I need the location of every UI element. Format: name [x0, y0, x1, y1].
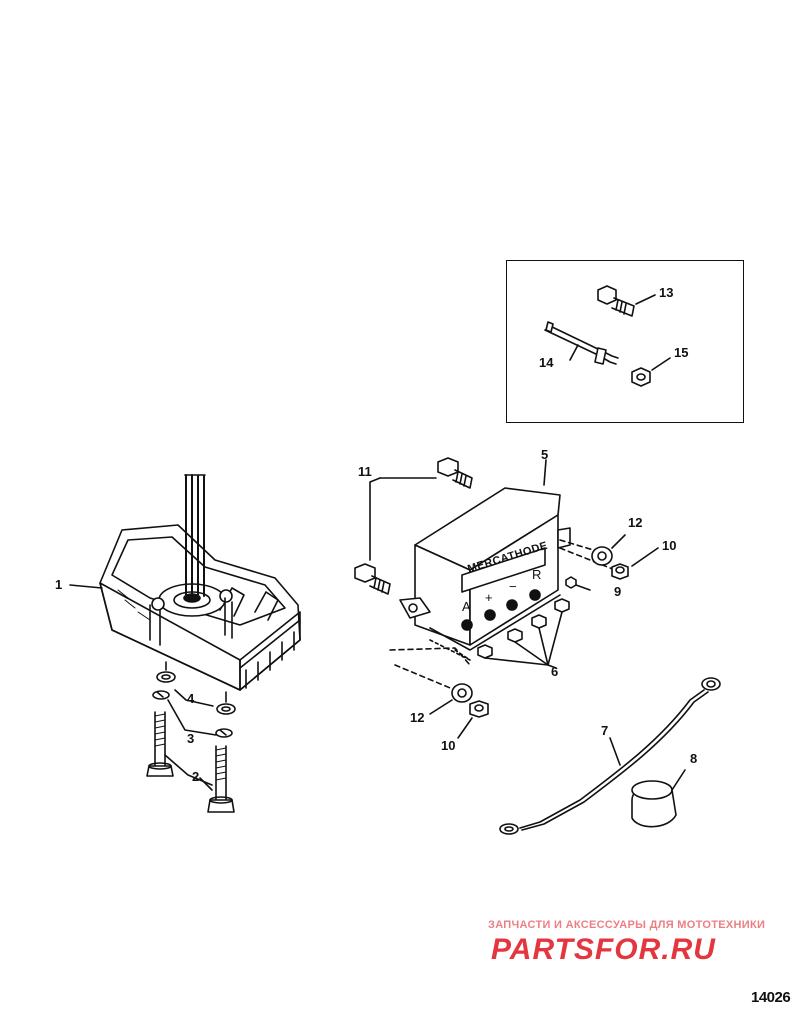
ground-cable — [499, 677, 721, 835]
callout-3: 3 — [187, 731, 195, 746]
washer-nut-screw-right — [565, 534, 659, 591]
inset-hardware — [544, 285, 671, 387]
anode-bracket — [99, 474, 301, 691]
inset-frame — [506, 260, 744, 423]
callout-14: 14 — [539, 355, 554, 370]
callout-6: 6 — [551, 664, 559, 679]
callout-13: 13 — [659, 285, 674, 300]
leader-lines-left — [69, 459, 557, 791]
washer-nut-lower — [429, 683, 489, 739]
terminal-label-minus: − — [509, 579, 517, 594]
callout-1: 1 — [55, 577, 63, 592]
terminal-nuts — [477, 598, 570, 666]
callout-12-lower: 12 — [410, 710, 425, 725]
callout-5: 5 — [541, 447, 549, 462]
callout-15: 15 — [674, 345, 689, 360]
callout-10-right: 10 — [662, 538, 677, 553]
figure-number: 14026 — [751, 989, 791, 1006]
callout-11: 11 — [358, 464, 372, 479]
callout-12-right: 12 — [628, 515, 643, 530]
callout-10-lower: 10 — [441, 738, 456, 753]
mounting-bolts-11 — [354, 457, 473, 595]
callout-7: 7 — [601, 723, 609, 738]
terminal-label-plus: + — [485, 590, 493, 605]
watermark-tagline: ЗАПЧАСТИ И АКСЕССУАРЫ ДЛЯ МОТОТЕХНИКИ — [488, 919, 766, 931]
callout-8: 8 — [690, 751, 698, 766]
callout-4: 4 — [187, 691, 195, 706]
rubber-cap — [631, 769, 686, 828]
mercathode-controller — [389, 487, 616, 691]
callout-2: 2 — [192, 769, 200, 784]
terminal-label-a: A — [462, 599, 471, 614]
watermark-brand: PARTSFOR.RU — [491, 933, 716, 966]
washers-and-bolts-left — [146, 661, 236, 813]
terminal-label-r: R — [532, 567, 542, 582]
callout-9: 9 — [614, 584, 622, 599]
